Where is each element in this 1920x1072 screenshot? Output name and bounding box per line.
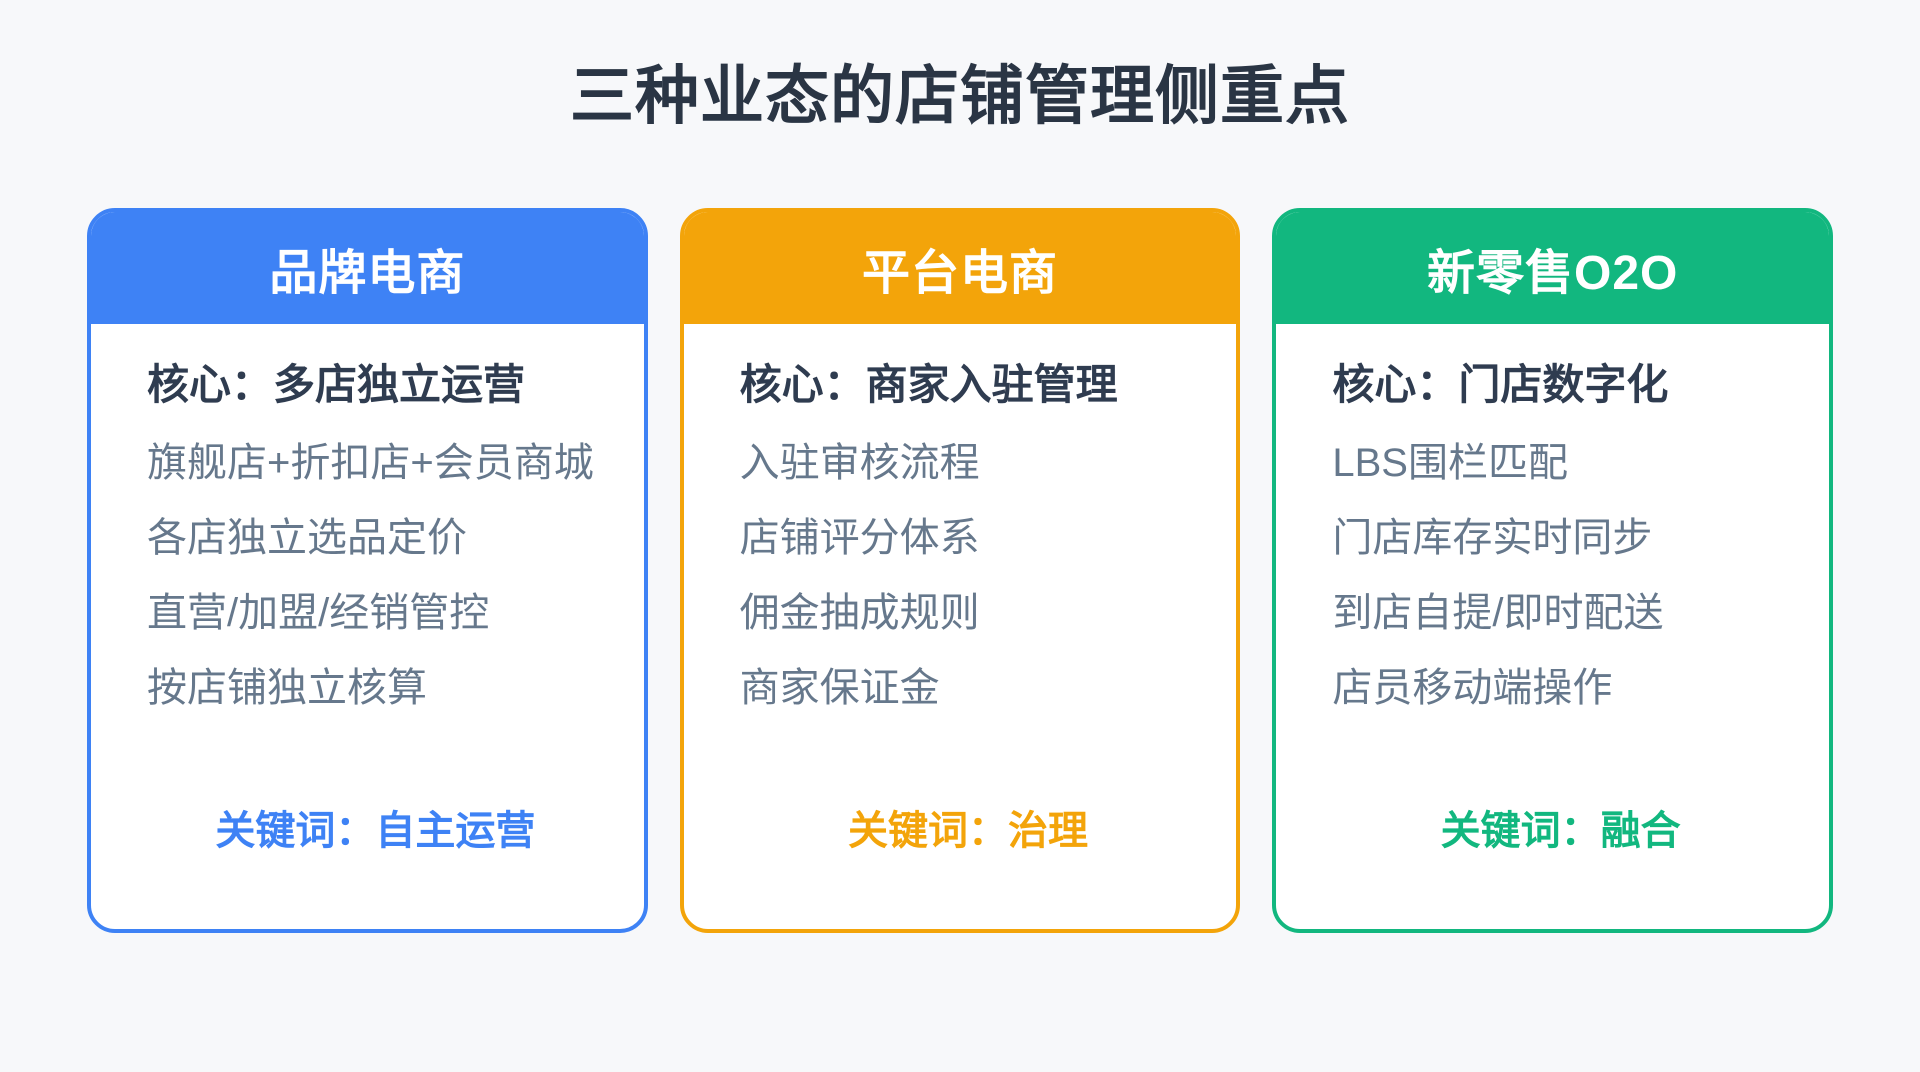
card-header-title: 品牌电商 xyxy=(269,246,466,300)
feature-item: 店铺评分体系 xyxy=(739,516,980,561)
core-point: 核心：门店数字化 xyxy=(1332,360,1669,408)
keyword-line: 关键词：融合 xyxy=(1440,808,1681,853)
cards-row: 品牌电商 核心：多店独立运营 旗舰店+折扣店+会员商城 各店独立选品定价 直营/… xyxy=(87,207,1834,933)
keyword-line: 关键词：自主运营 xyxy=(215,808,536,853)
feature-item: 商家保证金 xyxy=(739,666,940,711)
core-point: 核心：商家入驻管理 xyxy=(739,360,1118,408)
feature-item: 店员移动端操作 xyxy=(1332,666,1613,711)
feature-item: 到店自提/即时配送 xyxy=(1332,591,1664,636)
core-point: 核心：多店独立运营 xyxy=(147,360,526,408)
card-body: 核心：门店数字化 LBS围栏匹配 门店库存实时同步 到店自提/即时配送 店员移动… xyxy=(1276,324,1829,929)
feature-item: 按店铺独立核算 xyxy=(147,666,427,711)
card-body: 核心：商家入驻管理 入驻审核流程 店铺评分体系 佣金抽成规则 商家保证金 关键词… xyxy=(684,324,1237,929)
card-header-title: 平台电商 xyxy=(862,246,1059,300)
feature-list: 入驻审核流程 店铺评分体系 佣金抽成规则 商家保证金 xyxy=(740,426,1197,726)
card-new-retail-o2o: 新零售O2O 核心：门店数字化 LBS围栏匹配 门店库存实时同步 到店自提/即时… xyxy=(1272,207,1834,933)
card-header: 品牌电商 xyxy=(91,211,644,324)
feature-list: LBS围栏匹配 门店库存实时同步 到店自提/即时配送 店员移动端操作 xyxy=(1332,426,1789,726)
card-header: 新零售O2O xyxy=(1276,211,1830,324)
feature-list: 旗舰店+折扣店+会员商城 各店独立选品定价 直营/加盟/经销管控 按店铺独立核算 xyxy=(147,426,604,726)
feature-item: 门店库存实时同步 xyxy=(1332,516,1653,561)
feature-item: 旗舰店+折扣店+会员商城 xyxy=(147,441,594,486)
feature-item: LBS围栏匹配 xyxy=(1332,441,1568,486)
feature-item: 各店独立选品定价 xyxy=(147,516,467,561)
page-title: 三种业态的店铺管理侧重点 xyxy=(570,60,1350,132)
card-header-title: 新零售O2O xyxy=(1426,246,1679,300)
feature-item: 佣金抽成规则 xyxy=(739,591,980,636)
card-body: 核心：多店独立运营 旗舰店+折扣店+会员商城 各店独立选品定价 直营/加盟/经销… xyxy=(91,324,644,929)
feature-item: 直营/加盟/经销管控 xyxy=(147,591,490,636)
feature-item: 入驻审核流程 xyxy=(739,441,980,486)
card-platform-ecommerce: 平台电商 核心：商家入驻管理 入驻审核流程 店铺评分体系 佣金抽成规则 商家保证… xyxy=(679,207,1241,933)
keyword-line: 关键词：治理 xyxy=(848,808,1088,853)
card-brand-ecommerce: 品牌电商 核心：多店独立运营 旗舰店+折扣店+会员商城 各店独立选品定价 直营/… xyxy=(87,207,648,933)
card-header: 平台电商 xyxy=(683,211,1237,324)
